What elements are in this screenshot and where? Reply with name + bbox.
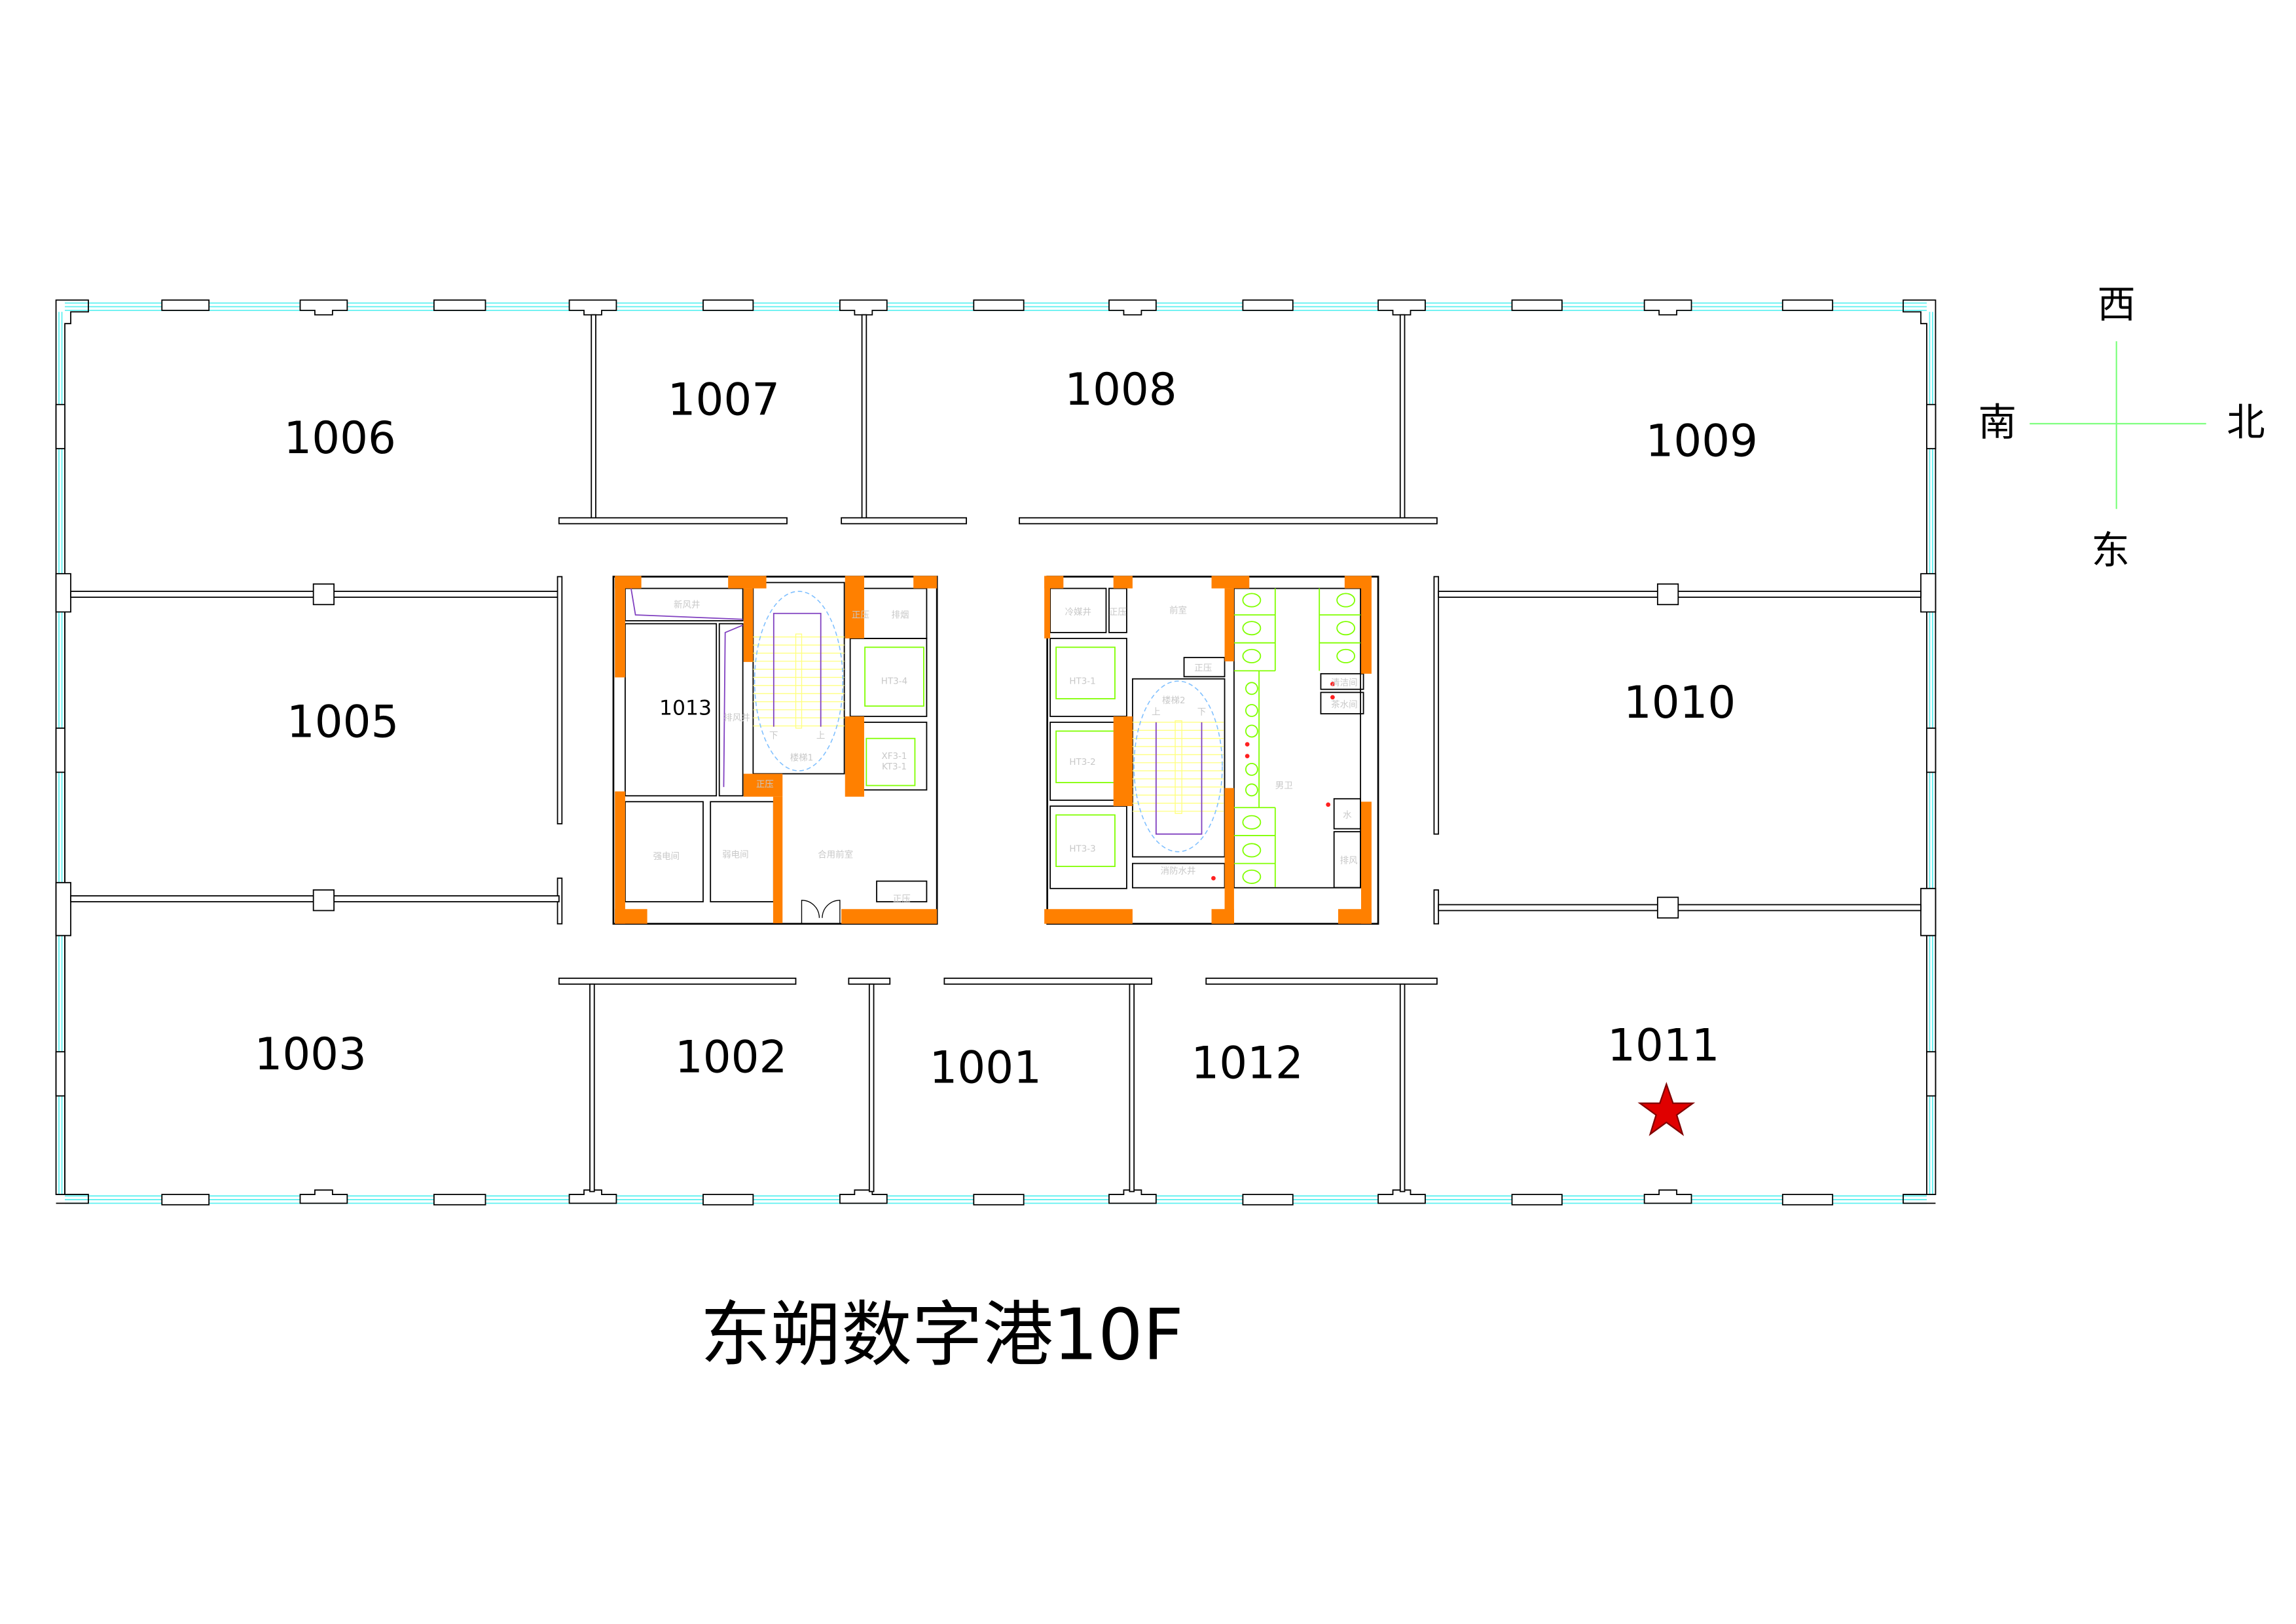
room-label-1003: 1003 (254, 1028, 366, 1080)
floor-title: 东朔数字港10F (700, 1295, 1183, 1376)
core-label: HT3-4 (881, 676, 907, 687)
room-label-1001: 1001 (930, 1041, 1042, 1093)
core-label: 排烟 (892, 610, 909, 620)
compass-north: 北 (2227, 400, 2265, 445)
core-label: 正压 (1194, 663, 1212, 673)
core-label: XF3-1 (882, 751, 907, 762)
room-label-1006: 1006 (283, 412, 395, 464)
core-label: HT3-3 (1069, 844, 1095, 855)
room-label-1002: 1002 (675, 1031, 787, 1083)
core-label: 茶水间 (1331, 700, 1357, 710)
core-left: 1013 新风井 排风井 正压 排烟 HT3-4 XF3-1 KT3-1 楼梯1… (612, 576, 938, 925)
core-label: 男卫 (1275, 781, 1293, 791)
core-label: 新风井 (674, 600, 700, 610)
core-label: HT3-1 (1069, 676, 1095, 687)
compass: 西 南 北 东 (1978, 282, 2265, 572)
core-label: 上 (1152, 707, 1160, 718)
room-label-1013: 1013 (659, 697, 712, 720)
core-label: KT3-1 (882, 762, 907, 772)
compass-west: 西 (2098, 282, 2136, 327)
core-label: 弱电间 (722, 850, 748, 860)
room-labels: 1006 1007 1008 1009 1005 1010 1003 1002 … (254, 363, 1758, 1094)
core-label: 排风 (1340, 856, 1358, 866)
core-label: 上 (816, 731, 825, 741)
core-label: 下 (769, 731, 778, 741)
room-label-1008: 1008 (1065, 363, 1176, 415)
core-label: 水 (1343, 810, 1352, 821)
outer-walls (55, 299, 1937, 1206)
core-label: 冷媒井 (1065, 607, 1091, 618)
room-label-1011: 1011 (1607, 1020, 1719, 1071)
core-label: 合用前室 (818, 849, 853, 860)
core-label: 清洁间 (1331, 678, 1357, 688)
core-label: HT3-2 (1069, 757, 1095, 767)
core-label: 前室 (1169, 605, 1187, 616)
core-label: 下 (1197, 707, 1206, 718)
room-label-1005: 1005 (287, 695, 399, 747)
core-label: 排风井 (723, 713, 750, 724)
compass-south: 南 (1978, 400, 2016, 445)
room-label-1010: 1010 (1624, 676, 1736, 728)
core-label: 强电间 (653, 851, 680, 862)
core-label: 楼梯2 (1162, 695, 1186, 706)
core-label: 正压 (1109, 607, 1127, 618)
core-label: 正压 (852, 610, 869, 620)
room-label-1007: 1007 (668, 373, 780, 425)
star-icon (1637, 1082, 1696, 1136)
core-label: 正压 (756, 779, 774, 790)
room-label-1009: 1009 (1646, 415, 1758, 466)
room-label-1012: 1012 (1191, 1037, 1303, 1089)
core-label: 楼梯1 (790, 752, 814, 763)
interior-walls (70, 314, 1922, 1192)
compass-east: 东 (2092, 528, 2130, 572)
core-label: 正压 (893, 894, 911, 904)
core-label: 消防水井 (1161, 866, 1196, 876)
core-right: 冷媒井 正压 前室 正压 HT3-1 HT3-2 HT3-3 楼梯2 上 下 消… (1044, 576, 1379, 925)
